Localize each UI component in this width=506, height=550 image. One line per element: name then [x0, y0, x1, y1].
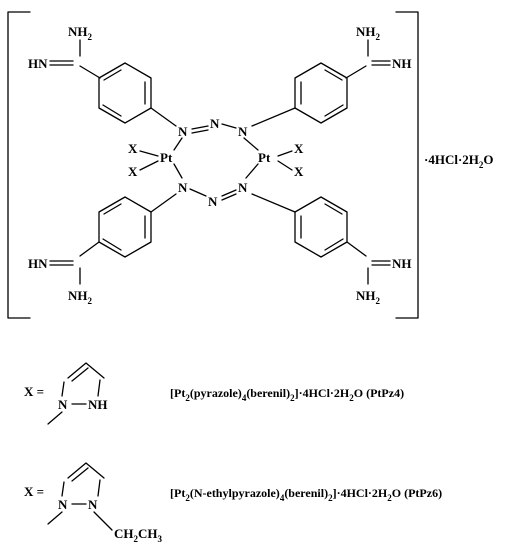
aromatic-bond: [103, 203, 122, 215]
triazene-bridge-bottom: N N N: [178, 180, 248, 209]
ligand-x-label: X: [128, 141, 138, 156]
imine-label: HN: [28, 56, 48, 71]
compound-name-ptpz6: [Pt2(N-ethylpyrazole)4(berenil)2]·4HCl·2…: [170, 486, 442, 503]
x-equals-label: X =: [24, 484, 44, 499]
amine-label: NH2: [356, 288, 381, 306]
platinum-center-right: Pt X X: [243, 137, 304, 179]
amine-label: NH2: [68, 24, 93, 42]
ligand-x-label: X: [294, 164, 304, 179]
ethyl-group-label: CH2CH3: [114, 526, 163, 544]
ligand-x-label: X: [128, 164, 138, 179]
svg-text:N: N: [210, 116, 220, 131]
aromatic-bond: [102, 238, 122, 251]
aromatic-bond: [324, 104, 344, 117]
salt-hydrate-formula: ·4HCl·2H2O: [424, 152, 494, 170]
aromatic-bond: [103, 69, 122, 81]
right-bracket: [395, 11, 419, 319]
ring-nitrogen-label: N: [58, 497, 68, 512]
svg-text:Pt: Pt: [160, 150, 173, 165]
svg-text:Pt: Pt: [258, 150, 271, 165]
amidine-group-bottom-left: HN NH2: [28, 241, 100, 306]
aromatic-bond: [324, 238, 344, 251]
svg-text:N: N: [238, 124, 248, 139]
imine-label: NH: [392, 56, 412, 71]
amine-label: NH2: [356, 24, 381, 42]
ring-nitrogen-label: N: [88, 497, 98, 512]
benzene-ring-top-right: [294, 62, 348, 124]
amidine-group-top-left: NH2 HN: [28, 24, 101, 79]
ring-nitrogen-label: N: [58, 397, 68, 412]
amidine-group-top-right: NH2 NH: [345, 24, 412, 79]
benzene-ring-bottom-right: [294, 196, 348, 258]
compound-name-ptpz4: [Pt2(pyrazole)4(berenil)2]·4HCl·2H2O (Pt…: [170, 386, 404, 403]
platinum-center-left: Pt X X: [128, 137, 183, 179]
imine-label: HN: [28, 256, 48, 271]
svg-text:N: N: [178, 180, 188, 195]
x-equals-label: X =: [24, 384, 44, 399]
svg-text:N: N: [208, 194, 218, 209]
benzene-ring-bottom-left: [98, 196, 152, 258]
ligand-x-label: X: [294, 141, 304, 156]
legend-row-n-ethylpyrazole: X = N N CH2CH3 [Pt2(N-ethylpyrazole)4(be…: [24, 462, 442, 544]
benzene-ring-top-left: [98, 62, 152, 124]
amine-label: NH2: [68, 288, 93, 306]
triazene-bridge-top: N N N: [178, 116, 248, 139]
imine-label: NH: [392, 256, 412, 271]
legend-row-pyrazole: X = N NH [Pt2(pyrazole)4(berenil)2]·4HCl…: [24, 362, 404, 425]
svg-text:N: N: [238, 180, 248, 195]
amidine-group-bottom-right: NH NH2: [346, 241, 412, 306]
aromatic-bond: [324, 203, 343, 215]
left-bracket: [7, 11, 31, 319]
aromatic-bond: [324, 69, 343, 81]
ring-nh-label: NH: [88, 397, 108, 412]
svg-text:N: N: [178, 124, 188, 139]
aromatic-bond: [102, 104, 122, 117]
